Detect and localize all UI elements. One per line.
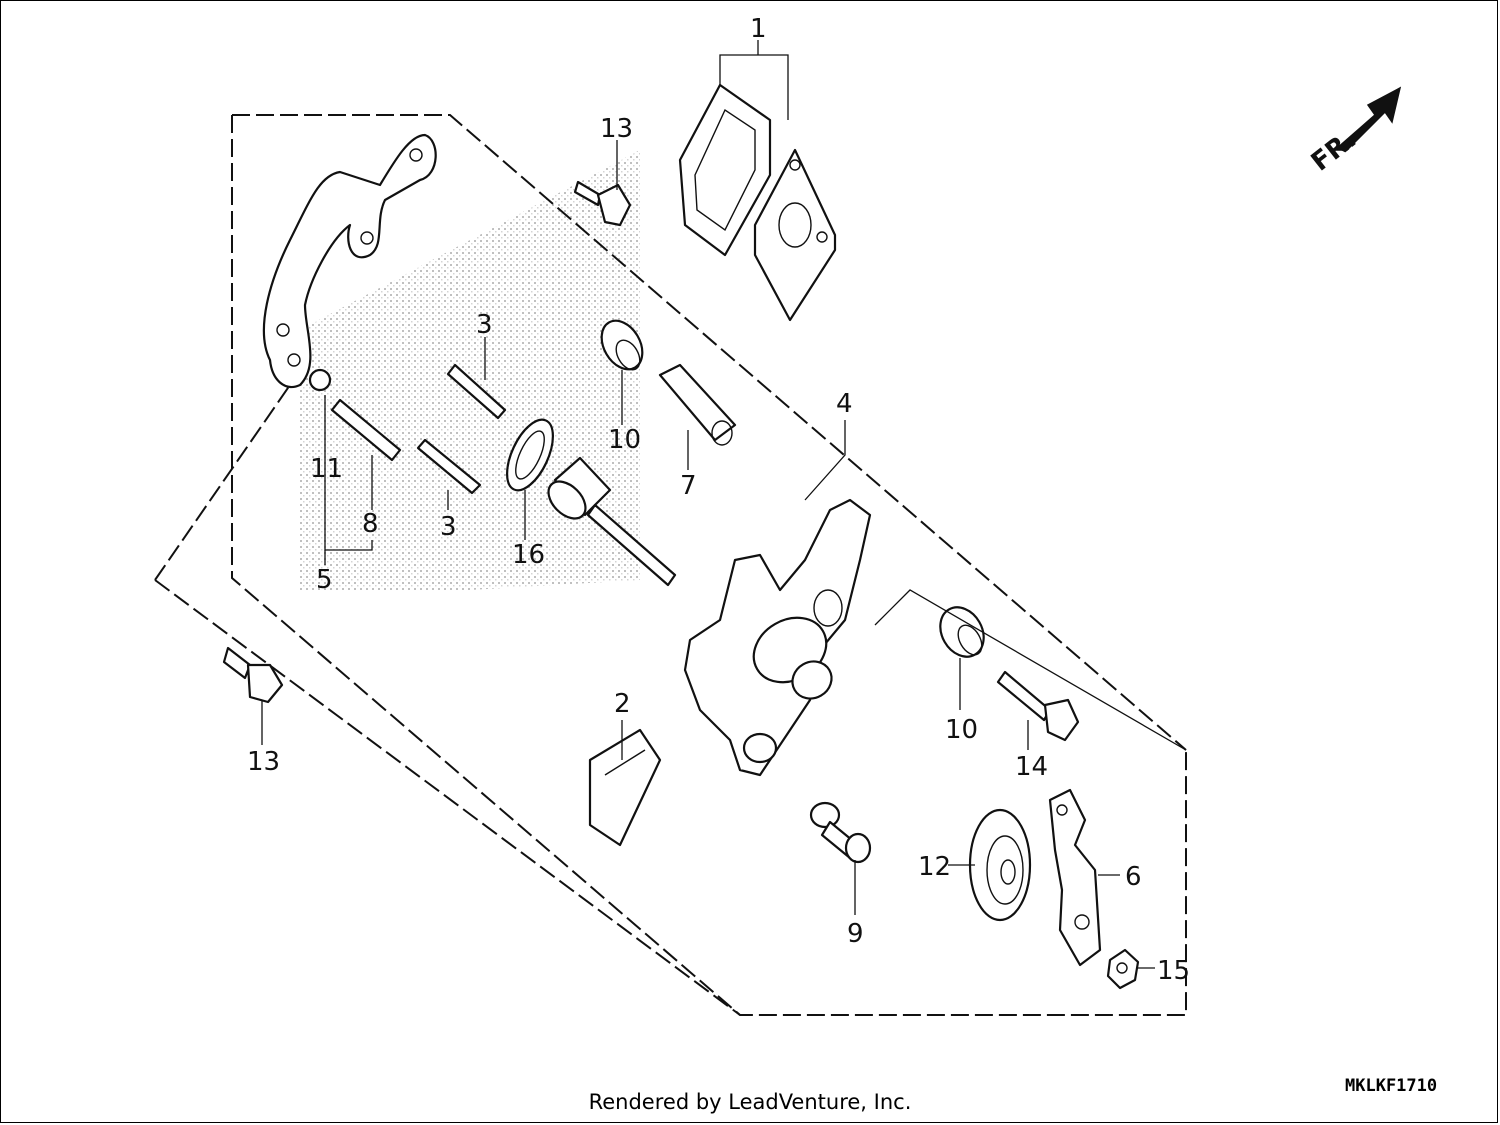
- arrow-label: FR.: [1306, 124, 1362, 177]
- leader-lines: [261, 40, 1187, 969]
- caliper-bracket: [262, 133, 437, 388]
- roller-12: [968, 808, 1032, 922]
- sleeve-7: [658, 363, 737, 446]
- slide-pin-3-lower: [416, 438, 482, 495]
- callout-10-upper: 10: [608, 425, 641, 455]
- pad-spring-2: [588, 728, 662, 847]
- seal-16: [506, 418, 554, 492]
- nut-15: [1106, 948, 1140, 990]
- stay-6: [1048, 788, 1102, 967]
- slide-pin-3-upper: [446, 363, 507, 420]
- callout-10-lower: 10: [945, 715, 978, 745]
- callout-16: 16: [512, 540, 545, 570]
- callout-15: 15: [1157, 956, 1190, 986]
- piston: [547, 456, 677, 587]
- footer-credit: Rendered by LeadVenture, Inc.: [588, 1090, 912, 1114]
- bleeder-8: [308, 368, 402, 462]
- callout-8: 8: [362, 509, 379, 539]
- callout-3-lower: 3: [440, 512, 457, 542]
- group-outline-top: [232, 114, 1187, 751]
- callout-13-bottom: 13: [247, 747, 280, 777]
- bolt-13-top: [573, 180, 632, 227]
- callout-9: 9: [847, 919, 864, 949]
- diagram-code: MKLKF1710: [1345, 1076, 1438, 1096]
- caliper-body: [683, 498, 872, 777]
- boot-10-lower: [939, 606, 985, 658]
- callout-4: 4: [836, 389, 853, 419]
- callout-6: 6: [1125, 862, 1142, 892]
- callout-14: 14: [1015, 752, 1048, 782]
- group-outline-5: [154, 384, 291, 581]
- pin-9: [809, 801, 872, 864]
- callout-13-top: 13: [600, 114, 633, 144]
- callout-1: 1: [750, 14, 767, 44]
- callout-11: 11: [310, 454, 343, 484]
- callout-7: 7: [680, 471, 697, 501]
- callout-2: 2: [614, 689, 631, 719]
- group-outline-base: [154, 579, 741, 1016]
- boot-10-upper: [600, 319, 644, 371]
- brake-pads: [678, 83, 837, 322]
- front-direction-arrow: FR.: [1306, 86, 1402, 178]
- callout-3-upper: 3: [476, 310, 493, 340]
- callout-5: 5: [316, 565, 333, 595]
- bolt-13-bottom: [222, 646, 284, 704]
- callout-12: 12: [918, 852, 951, 882]
- pin-bolt-14: [996, 670, 1080, 742]
